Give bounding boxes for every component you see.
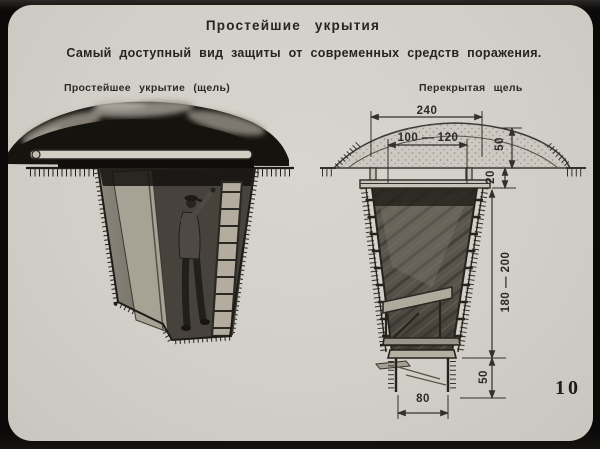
trench-interior	[372, 188, 477, 352]
dim-cover-depth-label: 20	[485, 170, 497, 184]
ground-lines	[320, 167, 586, 177]
cover-beam	[359, 167, 491, 189]
dimension-lines	[369, 111, 522, 419]
left-figure-illustration	[8, 100, 294, 345]
dim-trench-depth-label: 180 — 200	[500, 251, 512, 313]
right-figure-diagram	[320, 111, 586, 419]
right-figure-label: Перекрытая щель	[419, 82, 523, 94]
earth-mound	[8, 100, 289, 168]
trench-cutaway	[93, 167, 260, 345]
wall-lining	[360, 187, 489, 353]
shadow-under-cover	[58, 159, 254, 168]
sump	[388, 358, 456, 392]
dim-sump-depth-label: 50	[478, 370, 490, 384]
dim-overall-width-label: 240	[416, 105, 438, 117]
person-figure	[178, 187, 216, 331]
page-subtitle: Самый доступный вид защиты от современны…	[66, 46, 542, 60]
floor	[375, 337, 461, 386]
dim-bottom-width-label: 80	[416, 393, 430, 405]
left-figure-label: Простейшее укрытие (щель)	[64, 82, 231, 94]
bench	[380, 286, 453, 347]
page-title: Простейшие укрытия	[205, 18, 381, 33]
slide-area: Простейшие укрытия Самый доступный вид з…	[8, 5, 593, 441]
page-number: 10	[555, 377, 581, 399]
dim-cover-width-label: 100 — 120	[397, 132, 459, 144]
log-beam	[29, 149, 253, 160]
dim-mound-height-label: 50	[494, 137, 506, 151]
